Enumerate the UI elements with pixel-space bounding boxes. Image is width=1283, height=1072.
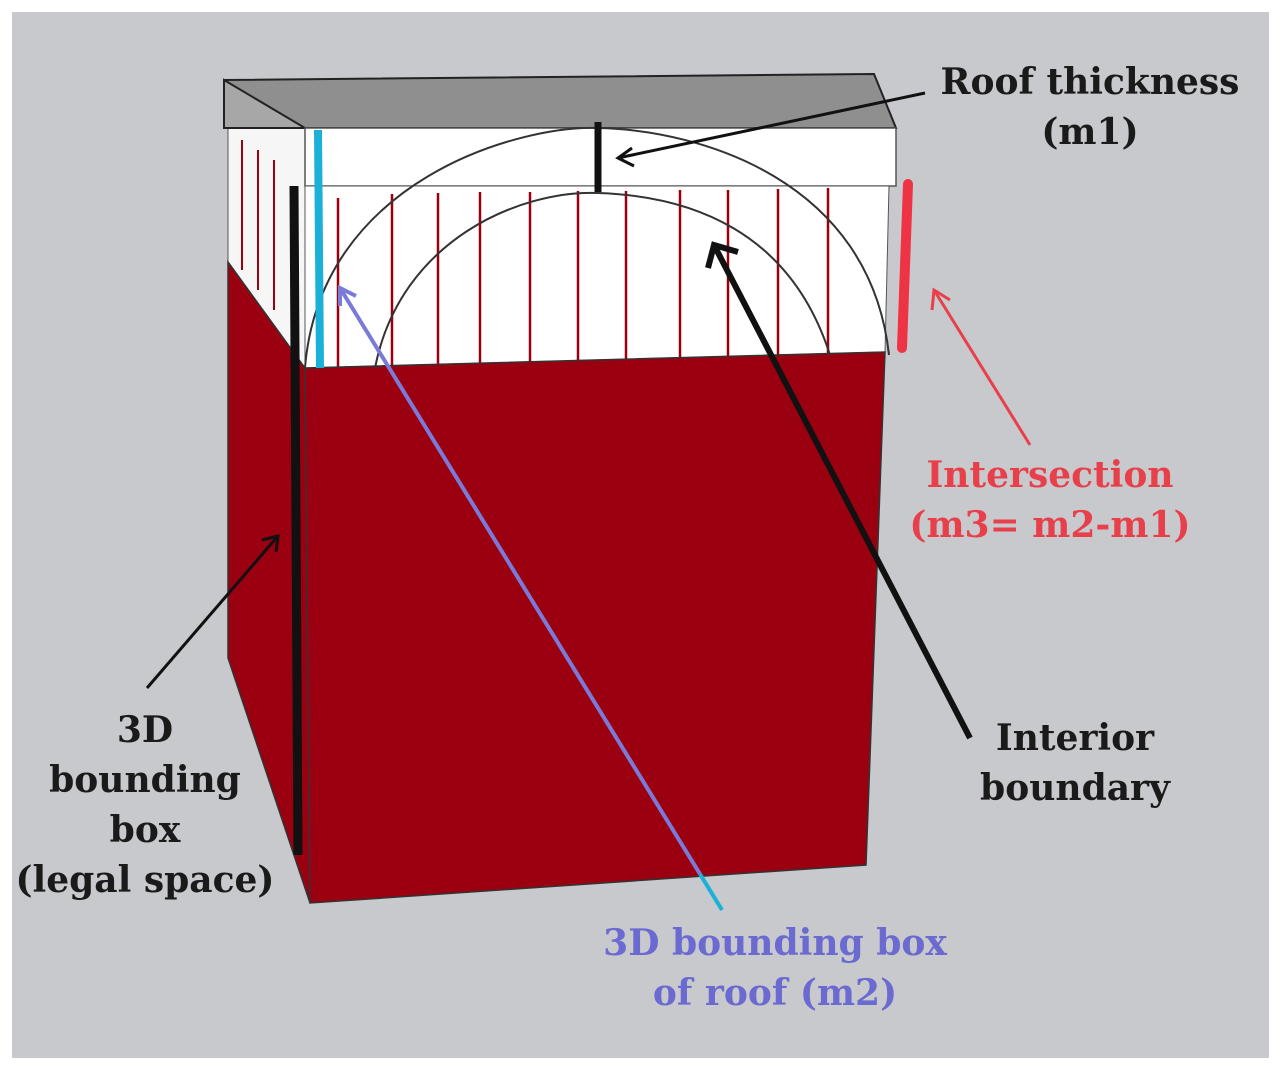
roof-box-label-line2: of roof (m2) (652, 972, 898, 1014)
legal-space-label-line3: box (109, 809, 181, 851)
roof-side-face (223, 78, 309, 129)
interior-boundary-label: Interior boundary (960, 713, 1190, 813)
legal-space-bar (289, 185, 303, 856)
legal-space-arrow (145, 534, 280, 689)
left-side-stripes (241, 140, 275, 310)
legal-space-label: 3D bounding box (legal space) (10, 705, 280, 905)
interior-boundary-arc (374, 191, 831, 369)
intersection-arrow (930, 287, 1032, 446)
interior-boundary-arrow (705, 241, 973, 740)
roof-box-label-line1: 3D bounding box (603, 922, 947, 964)
roof-box-label: 3D bounding box of roof (m2) (585, 918, 965, 1018)
roof-thickness-label-line1: Roof thickness (940, 61, 1240, 103)
roof-thickness-label: Roof thickness (m1) (930, 57, 1250, 157)
front-wall (304, 351, 886, 904)
intersection-label-line2: (m3= m2-m1) (909, 504, 1191, 546)
intersection-stripes (336, 188, 830, 367)
legal-space-label-line4: (legal space) (15, 859, 275, 901)
legal-space-label-line2: bounding (49, 759, 241, 801)
roof-box-arrow (338, 284, 724, 912)
legal-space-label-line1: 3D (116, 709, 174, 751)
intersection-label-line1: Intersection (926, 454, 1174, 496)
interior-boundary-label-line2: boundary (980, 767, 1170, 809)
roof-thickness-arrow (615, 91, 926, 168)
intersection-marker (897, 179, 913, 353)
roof-thickness-label-line2: (m1) (1041, 111, 1139, 153)
roof-box-bar (314, 129, 324, 369)
interior-boundary-label-line1: Interior (995, 717, 1155, 759)
intersection-label: Intersection (m3= m2-m1) (900, 450, 1200, 550)
